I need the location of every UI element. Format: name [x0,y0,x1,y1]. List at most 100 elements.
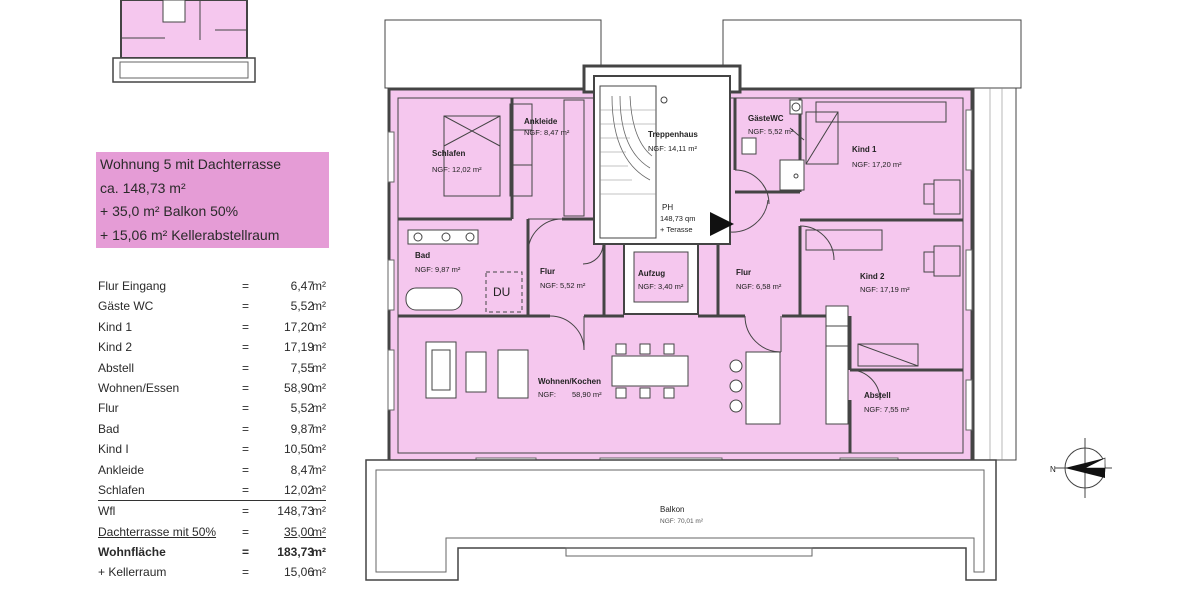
info-area: ca. 148,73 m² [100,179,186,196]
area-eq: = [242,462,250,477]
area-label: Wohnfläche [98,545,166,560]
kind2-furniture [805,229,961,367]
room-label-bad: Bad [415,251,430,260]
area-eq: = [242,524,250,539]
area-eq: = [242,380,250,395]
room-label-abstell: Abstell [864,391,891,400]
area-value: 10,50 [283,442,314,457]
area-value: 9,87 [290,421,314,436]
room-label-kind2: Kind 2 [860,272,885,281]
shower-label: DU [493,285,510,299]
room-label-aufzug: Aufzug [638,269,665,278]
area-eq: = [242,442,250,457]
area-eq: = [242,482,250,497]
area-value: 148,73 [277,504,314,519]
room-label-ankleide: Ankleide [524,117,558,126]
room-label-gaestewc: GästeWC [748,114,784,123]
area-unit: m² [312,482,326,497]
area-label: Schlafen [98,482,145,497]
area-value: 7,55 [290,360,314,375]
area-eq: = [242,319,250,334]
area-label: Dachterrasse mit 50% [98,524,217,539]
room-ngf-wohnen-value: 58,90 m² [572,390,602,399]
area-unit: m² [312,319,326,334]
living-furniture [425,305,849,425]
room-ngf-schlafen: NGF: 12,02 m² [432,165,482,174]
thumbnail-plan [112,0,256,83]
area-value: 58,90 [283,380,314,395]
area-label: Flur Eingang [98,279,167,293]
area-value: 5,52 [290,401,314,416]
bedroom-furniture [443,99,585,217]
area-unit: m² [312,462,326,477]
area-unit: m² [312,524,326,539]
area-label: Kind 2 [98,340,133,355]
elevator-shaft [623,243,699,315]
side-strip [973,87,1017,461]
area-value: 17,19 [283,340,314,355]
area-value: 12,02 [283,482,314,497]
area-unit: m² [312,299,326,314]
room-label-flur-right: Flur [736,268,751,277]
area-unit: m² [312,442,326,457]
room-ngf-kind2: NGF: 17,19 m² [860,285,910,294]
area-value: 8,47 [290,462,314,477]
room-ngf-flur-right: NGF: 6,58 m² [736,282,782,291]
room-ngf-bad: NGF: 9,87 m² [415,265,461,274]
area-eq: = [242,401,250,416]
room-ngf-balkon: NGF: 70,01 m² [660,518,704,525]
room-ngf-wohnen: NGF: [538,390,556,399]
area-value: 5,52 [290,299,314,314]
area-eq: = [242,279,250,293]
room-ngf-ankleide: NGF: 8,47 m² [524,128,570,137]
area-eq: = [242,360,250,375]
room-ngf-abstell: NGF: 7,55 m² [864,405,910,414]
area-label: Bad [98,421,120,436]
room-label-wohnen: Wohnen/Kochen [538,377,601,386]
area-label: Flur [98,401,119,416]
room-label-treppenhaus: Treppenhaus [648,130,698,139]
balcony [365,459,997,581]
ph-area: 148,73 qm [660,214,695,223]
bathroom-fixtures [405,229,523,313]
room-label-kind1: Kind 1 [852,145,877,154]
area-eq: = [242,340,250,355]
area-eq: = [242,545,250,560]
ph-terrace: + Terasse [660,225,693,234]
room-label-balkon: Balkon [660,505,684,514]
area-label: Kind I [98,442,129,457]
room-label-flur-left: Flur [540,267,555,276]
area-value: 17,20 [283,319,314,334]
area-unit: m² [312,380,326,395]
compass-label: N [1050,465,1056,474]
interior-walls [398,98,963,453]
area-eq: = [242,504,250,519]
area-eq: = [242,421,250,436]
info-cellar: + 15,06 m² Kellerabstellraum [100,226,280,243]
door-swings [527,169,881,401]
ph-label: PH [662,203,673,212]
info-title: Wohnung 5 mit Dachterrasse [100,156,282,172]
room-ngf-aufzug: NGF: 3,40 m² [638,282,684,291]
apartment-info-box: Wohnung 5 mit Dachterrasse ca. 148,73 m²… [96,152,329,248]
area-unit: m² [312,504,326,519]
area-value: 35,00 [283,524,314,539]
room-ngf-gaestewc: NGF: 5,52 m² [748,127,794,136]
area-value: 6,47 [290,279,314,293]
area-unit: m² [312,279,326,293]
room-ngf-flur-left: NGF: 5,52 m² [540,281,586,290]
area-value: 183,73 [277,545,314,560]
